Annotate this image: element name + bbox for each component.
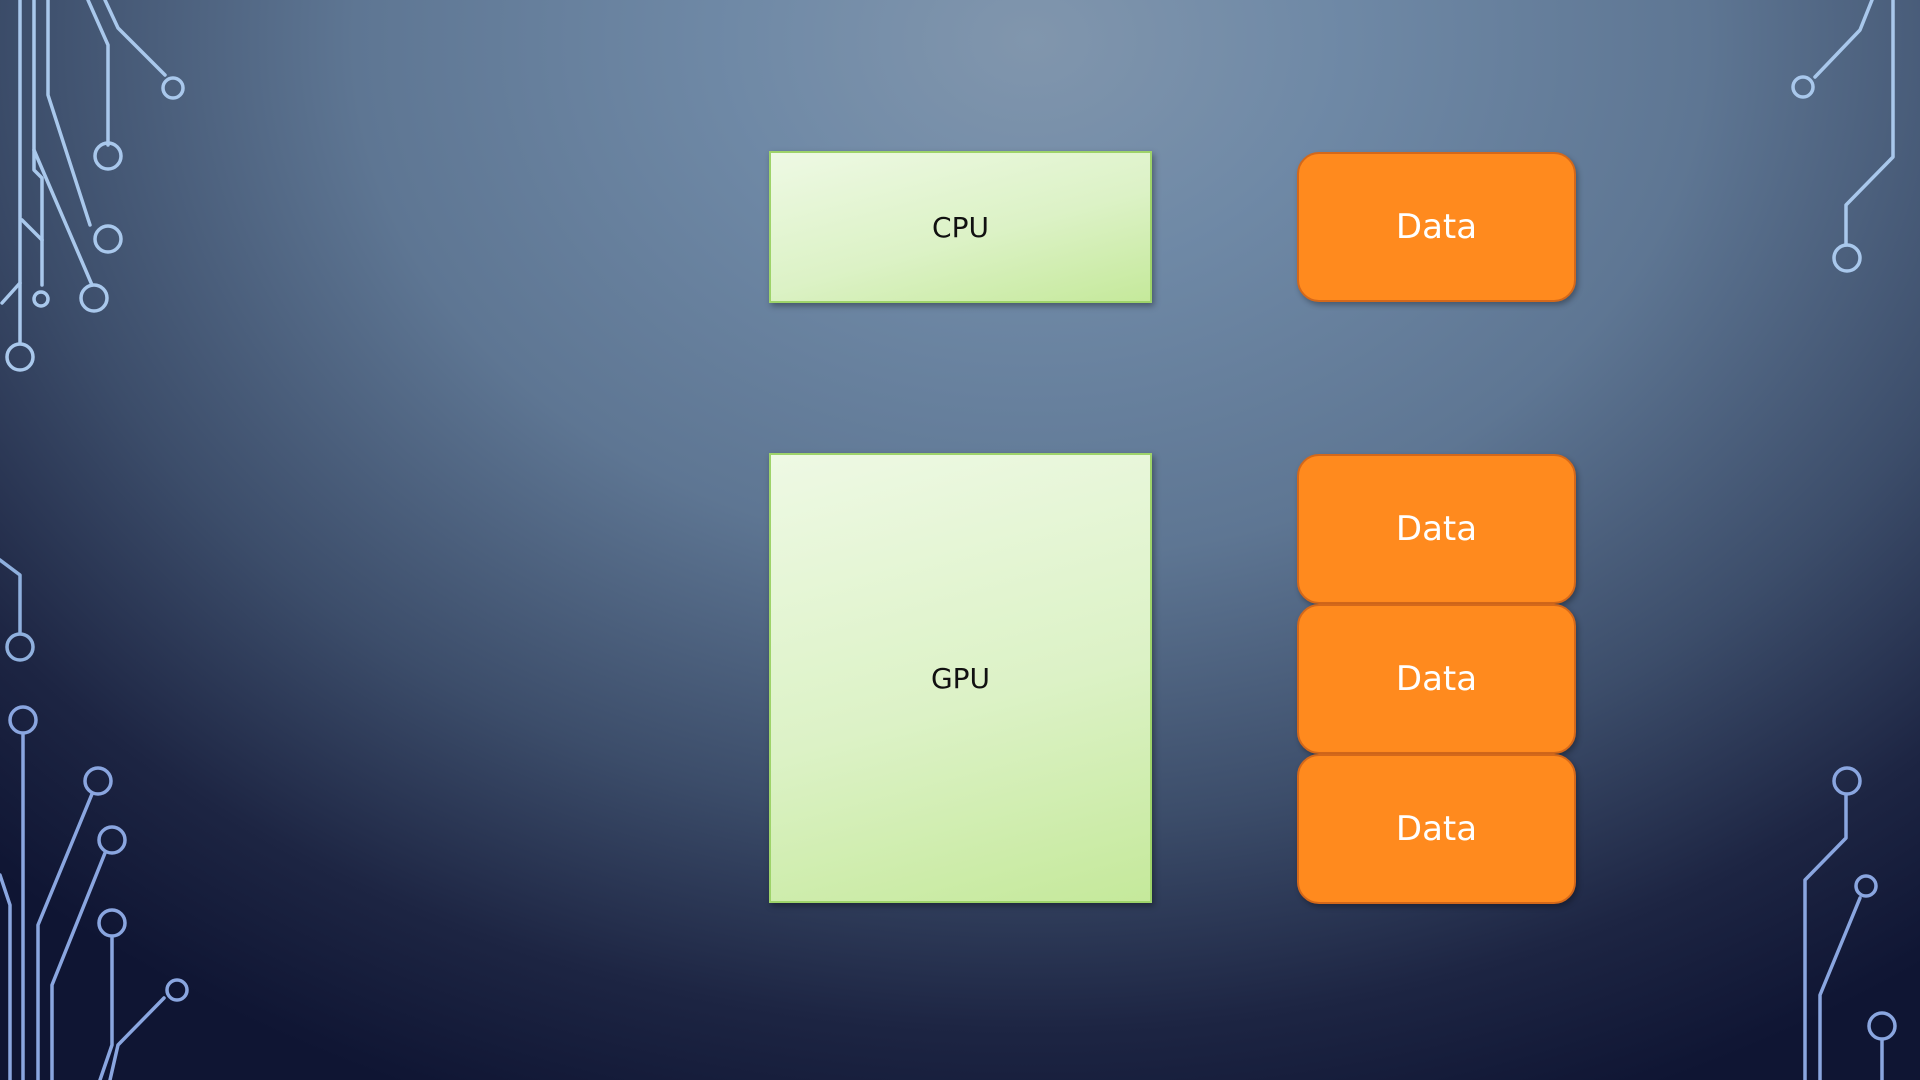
data-label: Data: [1395, 809, 1478, 849]
data-block-gpu-1: Data: [1297, 454, 1576, 604]
data-block-gpu-3: Data: [1297, 754, 1576, 904]
gpu-block: GPU: [769, 453, 1152, 903]
data-block-gpu-2: Data: [1297, 604, 1576, 754]
circuit-trace-bottom-right: [1803, 766, 1897, 1080]
circuit-trace-top-right: [1791, 0, 1895, 273]
data-block-cpu: Data: [1297, 152, 1576, 302]
cpu-label: CPU: [932, 210, 989, 244]
circuit-trace-bottom-left: [0, 705, 189, 1080]
circuit-trace-top-left: [0, 0, 185, 372]
data-label: Data: [1395, 207, 1478, 247]
data-label: Data: [1395, 659, 1478, 699]
gpu-label: GPU: [930, 661, 991, 695]
cpu-block: CPU: [769, 151, 1152, 303]
circuit-trace-mid-left: [0, 558, 35, 662]
data-label: Data: [1395, 509, 1478, 549]
